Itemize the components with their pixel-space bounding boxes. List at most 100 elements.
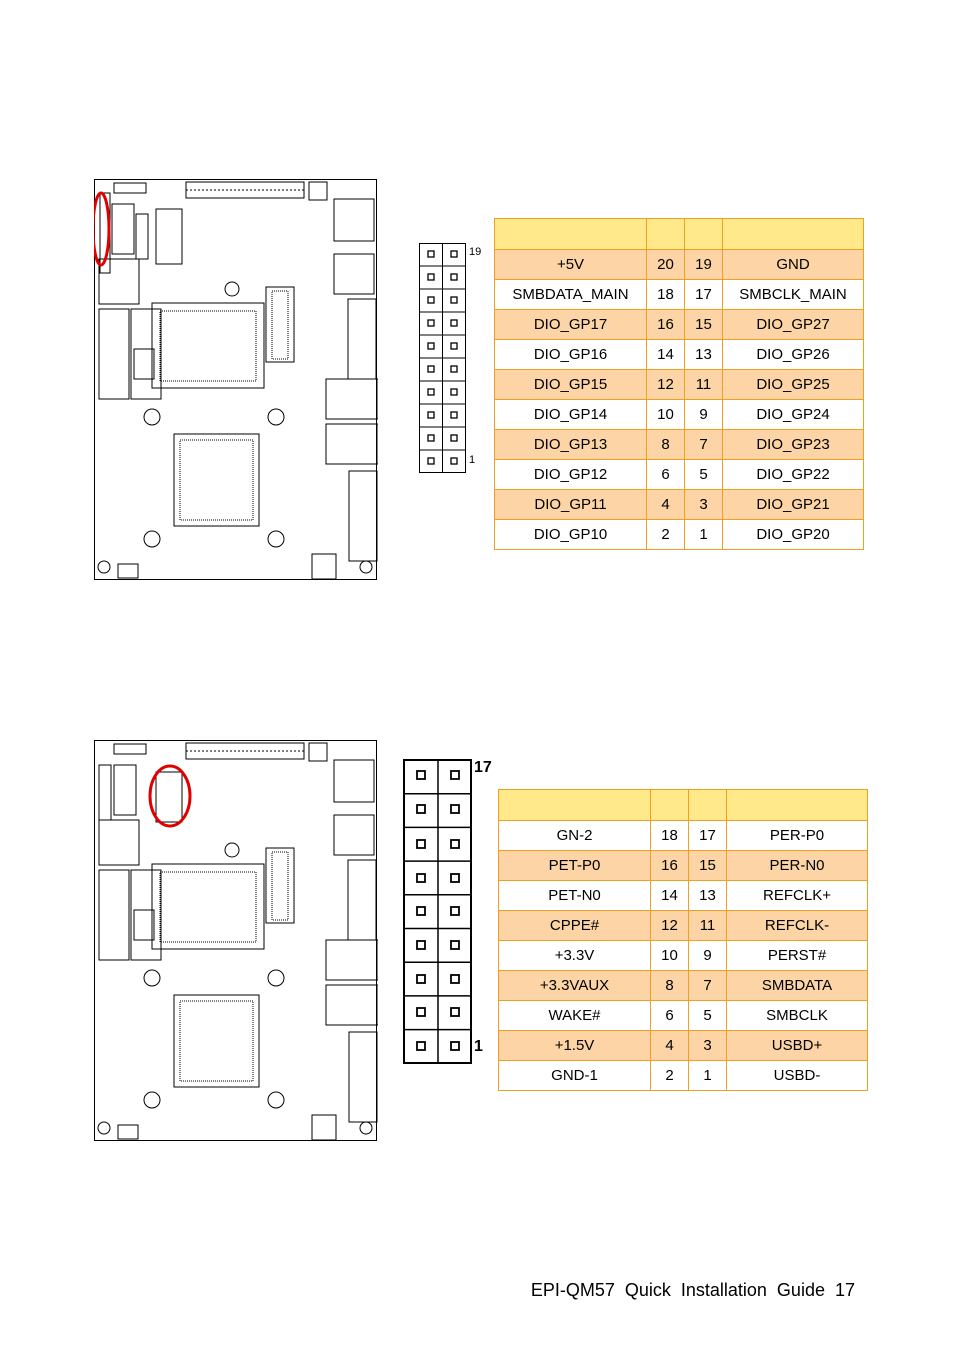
pin-number: 1 <box>688 1060 727 1091</box>
signal-name: DIO_GP10 <box>494 519 647 550</box>
pin-number: 4 <box>646 489 685 520</box>
signal-name: USBD+ <box>726 1030 868 1061</box>
table-row: CPPE# 12 11 REFCLK- <box>498 910 868 941</box>
table-header <box>646 218 685 250</box>
board-diagram-1 <box>94 179 378 581</box>
table-row: PET-N0 14 13 REFCLK+ <box>498 880 868 911</box>
pin-number: 18 <box>646 279 685 310</box>
pin-number: 9 <box>684 399 723 430</box>
signal-name: DIO_GP11 <box>494 489 647 520</box>
pin-table-2: GN-2 18 1 7 PER-P0 PET-P0 16 15 PER-N0 PE… <box>498 789 868 1091</box>
pin-label-top-2: 17 <box>474 759 492 776</box>
pin-number: 7 <box>684 429 723 460</box>
signal-name: DIO_GP24 <box>722 399 864 430</box>
pin-number: 2 <box>650 1060 689 1091</box>
pin-number: 15 <box>688 850 727 881</box>
pin-number: 10 <box>650 940 689 971</box>
pin-number: 16 <box>650 850 689 881</box>
signal-name: +3.3V <box>498 940 651 971</box>
pin-number: 20 <box>646 249 685 280</box>
signal-name: DIO_GP12 <box>494 459 647 490</box>
pin-number: 8 <box>650 970 689 1001</box>
signal-name: DIO_GP14 <box>494 399 647 430</box>
pin-table-1: +5V 20 19 GND SMBDATA_MAIN 18 17 SMBCLK_… <box>494 218 864 550</box>
pin-number: 16 <box>646 309 685 340</box>
table-header <box>684 218 723 250</box>
signal-name: +1.5V <box>498 1030 651 1061</box>
table-row: GND-1 2 1 USBD- <box>498 1060 868 1091</box>
pin-number: 3 <box>684 489 723 520</box>
signal-name: PET-N0 <box>498 880 651 911</box>
signal-name: SMBCLK_MAIN <box>722 279 864 310</box>
signal-name: +5V <box>494 249 647 280</box>
table-row: DIO_GP16 14 13 DIO_GP26 <box>494 339 864 370</box>
signal-name: DIO_GP25 <box>722 369 864 400</box>
board-diagram-2 <box>94 740 378 1142</box>
pin-label-bottom-1: 1 <box>469 454 476 466</box>
signal-name: +3.3VAUX <box>498 970 651 1001</box>
table-row: DIO_GP14 10 9 DIO_GP24 <box>494 399 864 430</box>
pin-number: 12 <box>650 910 689 941</box>
table-header <box>722 218 864 250</box>
signal-name: DIO_GP15 <box>494 369 647 400</box>
pin-number: 5 <box>684 459 723 490</box>
pin-number: 6 <box>646 459 685 490</box>
pin-number: 10 <box>646 399 685 430</box>
table-row: DIO_GP10 2 1 DIO_GP20 <box>494 519 864 550</box>
table-row: SMBDATA_MAIN 18 17 SMBCLK_MAIN <box>494 279 864 310</box>
pin-number: 5 <box>688 1000 727 1031</box>
pin-number: 1 <box>684 519 723 550</box>
table-row: +1.5V 4 3 USBD+ <box>498 1030 868 1061</box>
signal-name: PET-P0 <box>498 850 651 881</box>
signal-name: GND <box>722 249 864 280</box>
signal-name: REFCLK+ <box>726 880 868 911</box>
table-row: DIO_GP17 16 15 DIO_GP27 <box>494 309 864 340</box>
table-row: DIO_GP11 4 3 DIO_GP21 <box>494 489 864 520</box>
signal-name: DIO_GP22 <box>722 459 864 490</box>
pin-header-diagram-1 <box>419 243 467 478</box>
pin-number: 13 <box>684 339 723 370</box>
signal-name: DIO_GP17 <box>494 309 647 340</box>
pin-number: 9 <box>688 940 727 971</box>
signal-name: DIO_GP16 <box>494 339 647 370</box>
signal-name: DIO_GP27 <box>722 309 864 340</box>
signal-name: SMBCLK <box>726 1000 868 1031</box>
table-row: PET-P0 16 15 PER-N0 <box>498 850 868 881</box>
pin-number: 14 <box>646 339 685 370</box>
signal-name: SMBDATA_MAIN <box>494 279 647 310</box>
signal-name: DIO_GP13 <box>494 429 647 460</box>
pin-number: 8 <box>646 429 685 460</box>
signal-name: DIO_GP21 <box>722 489 864 520</box>
table-header <box>726 789 868 821</box>
pin-number: 19 <box>684 249 723 280</box>
pin-label-top-1: 19 <box>469 246 482 258</box>
pin-number: 4 <box>650 1030 689 1061</box>
signal-name: GND-1 <box>498 1060 651 1091</box>
signal-name: USBD- <box>726 1060 868 1091</box>
signal-name: SMBDATA <box>726 970 868 1001</box>
table-row: +5V 20 19 GND <box>494 249 864 280</box>
signal-name: PER-N0 <box>726 850 868 881</box>
pin-number: 18 <box>650 820 689 851</box>
signal-name: PER-P0 <box>726 820 868 851</box>
highlight-circle <box>94 191 111 267</box>
signal-name: PERST# <box>726 940 868 971</box>
signal-name: CPPE# <box>498 910 651 941</box>
pin-number: 14 <box>650 880 689 911</box>
highlight-circle <box>148 764 192 828</box>
pin-number: 2 <box>646 519 685 550</box>
table-header <box>498 789 651 821</box>
pin-number: 17 <box>684 279 723 310</box>
signal-name: REFCLK- <box>726 910 868 941</box>
table-row: DIO_GP12 6 5 DIO_GP22 <box>494 459 864 490</box>
pin-number: 7 <box>688 970 727 1001</box>
table-row: DIO_GP13 8 7 DIO_GP23 <box>494 429 864 460</box>
signal-name: DIO_GP23 <box>722 429 864 460</box>
signal-name: DIO_GP26 <box>722 339 864 370</box>
table-row: WAKE# 6 5 SMBCLK <box>498 1000 868 1031</box>
pin-number: 3 <box>688 1030 727 1061</box>
table-row: +3.3V 10 9 PERST# <box>498 940 868 971</box>
signal-name: GN-2 <box>498 820 651 851</box>
pin-number: 6 <box>650 1000 689 1031</box>
pin-label-bottom-2: 1 <box>474 1038 483 1055</box>
